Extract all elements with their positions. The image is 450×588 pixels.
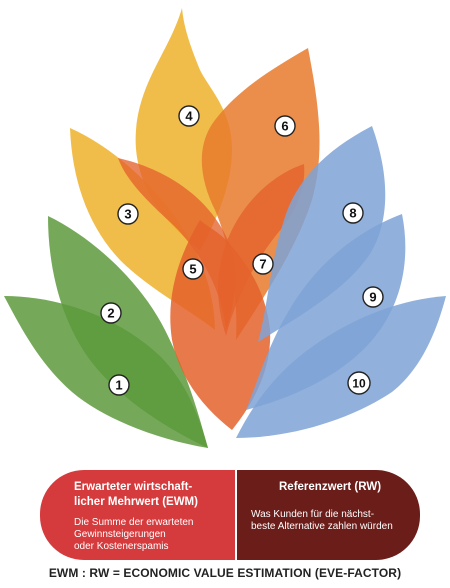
marker-7: 7 bbox=[252, 253, 274, 275]
marker-5-label: 5 bbox=[189, 262, 196, 277]
ewm-description: Die Summe der erwarteten Gewinnsteigerun… bbox=[74, 517, 194, 552]
marker-9-label: 9 bbox=[369, 290, 376, 305]
marker-3-label: 3 bbox=[124, 207, 131, 222]
marker-5: 5 bbox=[182, 258, 204, 280]
marker-3: 3 bbox=[117, 203, 139, 225]
flame-diagram: 1 2 3 4 5 6 7 8 9 10 bbox=[4, 8, 446, 448]
marker-10: 10 bbox=[347, 371, 371, 395]
marker-10-label: 10 bbox=[352, 377, 366, 391]
marker-7-label: 7 bbox=[259, 257, 266, 272]
marker-2: 2 bbox=[100, 302, 122, 324]
marker-6-label: 6 bbox=[281, 119, 288, 134]
petal-blue-top bbox=[258, 126, 386, 342]
marker-4: 4 bbox=[178, 105, 200, 127]
rw-description: Was Kunden für die nächst- beste Alterna… bbox=[251, 509, 393, 532]
marker-1-label: 1 bbox=[115, 378, 122, 393]
ewm-title: Erwarteter wirtschaft- licher Mehrwert (… bbox=[74, 481, 198, 508]
formula-caption: EWM : RW = ECONOMIC VALUE ESTIMATION (EV… bbox=[48, 566, 402, 580]
marker-2-label: 2 bbox=[107, 306, 114, 321]
petal-blue-middle bbox=[246, 214, 406, 410]
marker-4-label: 4 bbox=[185, 109, 193, 124]
rw-box: Referenzwert (RW) Was Kunden für die näc… bbox=[237, 470, 420, 560]
marker-1: 1 bbox=[108, 374, 130, 396]
marker-9: 9 bbox=[362, 286, 384, 308]
rw-title: Referenzwert (RW) bbox=[279, 481, 382, 493]
ewm-box: Erwarteter wirtschaft- licher Mehrwert (… bbox=[40, 470, 235, 560]
petal-green-upper bbox=[48, 216, 208, 448]
marker-8-label: 8 bbox=[349, 206, 356, 221]
petal-blue-lower bbox=[236, 296, 446, 438]
marker-6: 6 bbox=[274, 115, 296, 137]
marker-8: 8 bbox=[342, 202, 364, 224]
